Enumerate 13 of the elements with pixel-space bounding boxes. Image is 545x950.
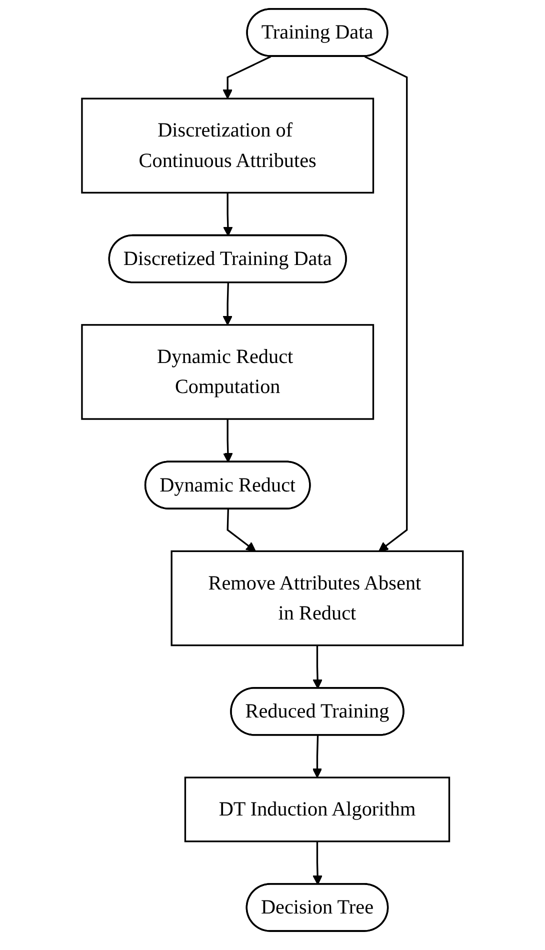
arrow <box>223 192 233 236</box>
arrow <box>364 56 408 552</box>
arrow <box>226 509 256 552</box>
arrow <box>222 282 233 326</box>
arrow <box>312 645 323 689</box>
arrow <box>312 841 323 885</box>
arrow <box>312 735 322 778</box>
arrow <box>223 419 233 463</box>
node-box: Discretization of Continuous Attributes <box>81 98 374 194</box>
node-box: DT Induction Algorithm <box>184 776 450 842</box>
node-box: Remove Attributes Absent in Reduct <box>170 550 464 646</box>
node-box: Dynamic Reduct Computation <box>81 324 374 420</box>
arrow <box>222 56 272 100</box>
